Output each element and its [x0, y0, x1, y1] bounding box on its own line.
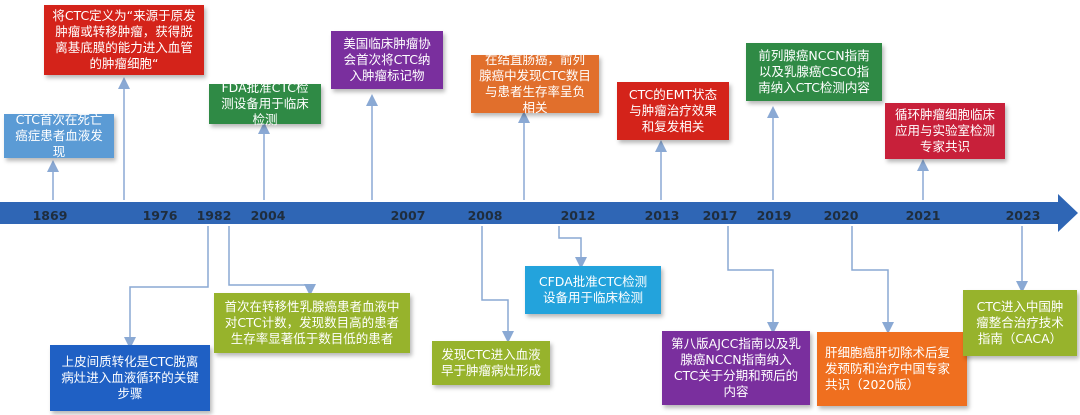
year-label: 2004 — [250, 208, 286, 223]
year-label: 2013 — [644, 208, 680, 223]
year-label: 2007 — [390, 208, 426, 223]
connector-2020 — [851, 226, 894, 334]
year-label: 2008 — [467, 208, 503, 223]
event-text: 循环肿瘤细胞临床应用与实验室检测专家共识 — [894, 107, 995, 154]
event-text: CTC的EMT状态与肿瘤治疗效果和复发相关 — [628, 87, 718, 134]
event-box-1976: 将CTC定义为“来源于原发肿瘤或转移肿瘤，获得脱离基底膜的能力进入血管的肿瘤细胞… — [44, 5, 204, 75]
event-box-2004-count: 首次在转移性乳腺癌患者血液中对CTC计数，发现数目高的患者生存率显著低于数目低的… — [214, 293, 410, 353]
year-label: 2021 — [905, 208, 941, 223]
event-text: 肝细胞癌肝切除术后复发预防和治疗中国专家共识（2020版） — [825, 345, 951, 392]
event-text: CTC首次在死亡癌症患者血液发现 — [15, 112, 103, 159]
year-label: 2017 — [702, 208, 738, 223]
event-box-2008-early: 发现CTC进入血液早于肿瘤病灶形成 — [432, 341, 550, 385]
year-label: 2019 — [756, 208, 792, 223]
event-box-2004-fda: FDA批准CTC检测设备用于临床检测 — [209, 80, 321, 127]
event-box-2013: CTC的EMT状态与肿瘤治疗效果和复发相关 — [617, 82, 729, 140]
event-text: 首次在转移性乳腺癌患者血液中对CTC计数，发现数目高的患者生存率显著低于数目低的… — [224, 299, 400, 346]
event-text: 上皮间质转化是CTC脱离病灶进入血液循环的关键步骤 — [61, 354, 199, 401]
event-text: CFDA批准CTC检测设备用于临床检测 — [538, 274, 648, 305]
event-text: 第八版AJCC指南以及乳腺癌NCCN指南纳入CTC关于分期和预后的内容 — [671, 336, 801, 399]
event-box-2019: 前列腺癌NCCN指南以及乳腺癌CSCO指南纳入CTC检测内容 — [746, 43, 882, 101]
connector-2004b — [228, 226, 316, 296]
year-label: 1869 — [32, 208, 68, 223]
event-text: FDA批准CTC检测设备用于临床检测 — [221, 80, 309, 127]
event-text: 美国临床肿瘤协会首次将CTC纳入肿瘤标记物 — [343, 36, 431, 83]
year-label: 2020 — [823, 208, 859, 223]
event-box-2020: 肝细胞癌肝切除术后复发预防和治疗中国专家共识（2020版） — [817, 332, 967, 406]
event-box-1869: CTC首次在死亡癌症患者血液发现 — [4, 112, 114, 159]
year-label: 1976 — [142, 208, 178, 223]
event-box-1982: 上皮间质转化是CTC脱离病灶进入血液循环的关键步骤 — [50, 345, 210, 411]
connector-2012 — [558, 226, 587, 269]
event-box-2023: CTC进入中国肿瘤整合治疗技术指南（CACA） — [963, 290, 1077, 356]
event-box-2007: 美国临床肿瘤协会首次将CTC纳入肿瘤标记物 — [331, 31, 443, 89]
timeline-axis-arrow — [0, 194, 1078, 232]
event-text: 前列腺癌NCCN指南以及乳腺癌CSCO指南纳入CTC检测内容 — [758, 48, 870, 95]
event-text: CTC进入中国肿瘤整合治疗技术指南（CACA） — [976, 299, 1064, 346]
year-label: 2012 — [560, 208, 596, 223]
event-box-2012: CFDA批准CTC检测设备用于临床检测 — [525, 266, 661, 314]
year-label: 2023 — [1005, 208, 1041, 223]
connector-2008b — [481, 226, 514, 343]
event-box-2017: 第八版AJCC指南以及乳腺癌NCCN指南纳入CTC关于分期和预后的内容 — [662, 331, 810, 405]
year-label: 1982 — [196, 208, 232, 223]
connector-2017 — [727, 226, 779, 334]
event-box-2008-survival: 在结直肠癌，前列腺癌中发现CTC数目与患者生存率呈负相关 — [471, 52, 599, 115]
event-text: 将CTC定义为“来源于原发肿瘤或转移肿瘤，获得脱离基底膜的能力进入血管的肿瘤细胞… — [52, 8, 196, 71]
event-text: 发现CTC进入血液早于肿瘤病灶形成 — [440, 347, 541, 378]
event-text: 在结直肠癌，前列腺癌中发现CTC数目与患者生存率呈负相关 — [479, 52, 591, 115]
connector-1982 — [124, 226, 209, 349]
event-box-2021: 循环肿瘤细胞临床应用与实验室检测专家共识 — [885, 103, 1005, 159]
